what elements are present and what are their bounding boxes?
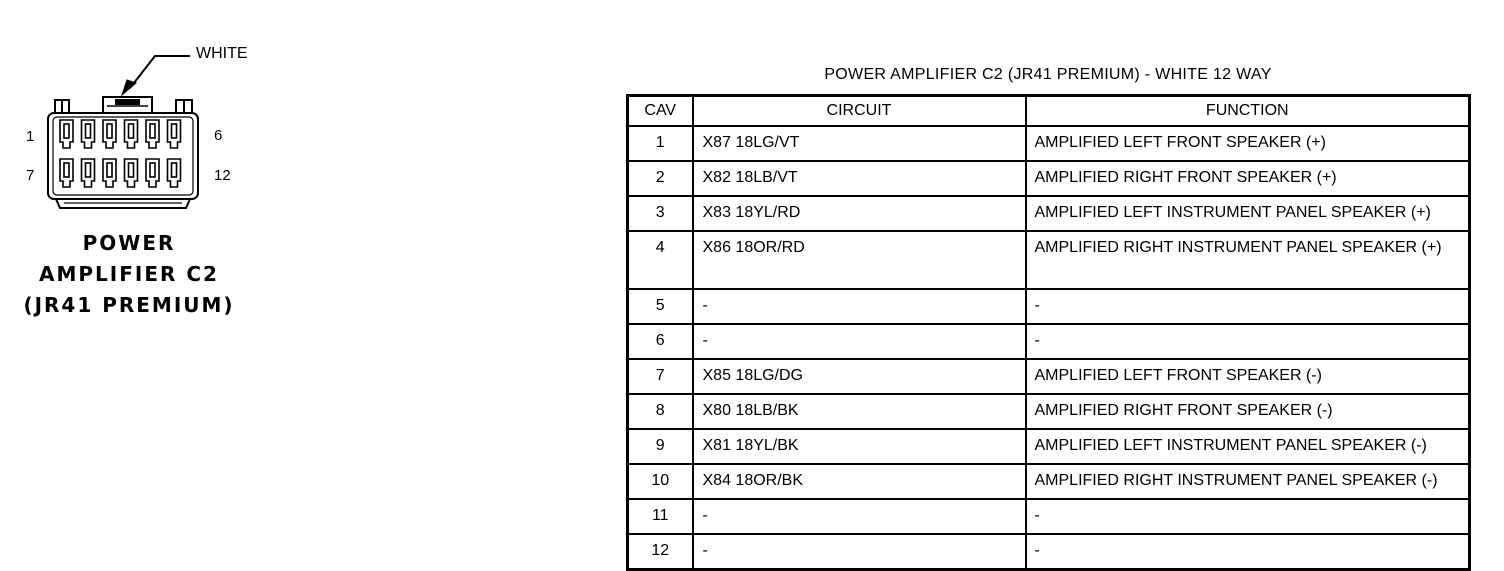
- header-circuit: CIRCUIT: [691, 94, 1027, 127]
- connector-name-line-2: AMPLIFIER C2: [39, 262, 219, 286]
- table-row: 11--: [626, 498, 1471, 535]
- circuit-cell: -: [691, 288, 1027, 325]
- cavity-label-12: 12: [214, 167, 231, 184]
- connector-body: [47, 112, 199, 200]
- cav-cell: 2: [626, 160, 694, 197]
- cavity-terminal: [59, 119, 74, 149]
- cav-cell: 11: [626, 498, 694, 535]
- cavity-terminal: [166, 158, 182, 188]
- connector-rail: [55, 198, 191, 209]
- cavity-terminal: [59, 158, 74, 188]
- cavity-terminal: [80, 158, 96, 188]
- function-cell: AMPLIFIED RIGHT INSTRUMENT PANEL SPEAKER…: [1024, 230, 1471, 290]
- cavity-terminal: [145, 158, 160, 188]
- table-header-row: CAV CIRCUIT FUNCTION: [626, 94, 1471, 127]
- cav-cell: 5: [626, 288, 694, 325]
- circuit-cell: X80 18LB/BK: [691, 393, 1027, 430]
- table-title: POWER AMPLIFIER C2 (JR41 PREMIUM) - WHIT…: [824, 66, 1272, 83]
- function-cell: AMPLIFIED LEFT INSTRUMENT PANEL SPEAKER …: [1024, 195, 1471, 232]
- cavity-terminal: [166, 119, 182, 149]
- connector-name-line-3: (JR41 PREMIUM): [23, 293, 235, 317]
- connector-diagram: [47, 55, 199, 209]
- cavity-terminal: [102, 119, 117, 149]
- callout-arrowhead: [120, 79, 137, 97]
- circuit-cell: X85 18LG/DG: [691, 358, 1027, 395]
- cav-cell: 3: [626, 195, 694, 232]
- circuit-cell: -: [691, 533, 1027, 571]
- function-cell: AMPLIFIED LEFT FRONT SPEAKER (+): [1024, 125, 1471, 162]
- function-cell: AMPLIFIED LEFT FRONT SPEAKER (-): [1024, 358, 1471, 395]
- circuit-cell: X87 18LG/VT: [691, 125, 1027, 162]
- function-cell: -: [1024, 498, 1471, 535]
- function-cell: -: [1024, 533, 1471, 571]
- circuit-cell: X83 18YL/RD: [691, 195, 1027, 232]
- table-row: 12--: [626, 533, 1471, 571]
- circuit-cell: -: [691, 498, 1027, 535]
- function-cell: -: [1024, 323, 1471, 360]
- circuit-cell: X84 18OR/BK: [691, 463, 1027, 500]
- cavity-terminal: [145, 119, 160, 149]
- cav-cell: 8: [626, 393, 694, 430]
- cavity-label-1: 1: [26, 128, 35, 145]
- cavity-terminal: [123, 158, 139, 188]
- cav-cell: 12: [626, 533, 694, 571]
- cavity-terminal: [123, 119, 139, 149]
- cav-cell: 7: [626, 358, 694, 395]
- connector-latch: [102, 96, 153, 113]
- circuit-cell: X81 18YL/BK: [691, 428, 1027, 465]
- header-function: FUNCTION: [1024, 94, 1471, 127]
- table-row: 5--: [626, 288, 1471, 325]
- circuit-cell: X82 18LB/VT: [691, 160, 1027, 197]
- cavity-grid: [59, 119, 182, 188]
- function-cell: AMPLIFIED LEFT INSTRUMENT PANEL SPEAKER …: [1024, 428, 1471, 465]
- cavity-label-6: 6: [214, 127, 223, 144]
- circuit-cell: -: [691, 323, 1027, 360]
- cavity-terminal: [102, 158, 117, 188]
- cav-cell: 9: [626, 428, 694, 465]
- latch-tab: [115, 99, 140, 105]
- connector-name: POWER AMPLIFIER C2 (JR41 PREMIUM): [0, 228, 258, 321]
- function-cell: AMPLIFIED RIGHT FRONT SPEAKER (+): [1024, 160, 1471, 197]
- cav-cell: 4: [626, 230, 694, 290]
- circuit-cell: X86 18OR/RD: [691, 230, 1027, 290]
- function-cell: -: [1024, 288, 1471, 325]
- function-cell: AMPLIFIED RIGHT INSTRUMENT PANEL SPEAKER…: [1024, 463, 1471, 500]
- cavity-terminal: [80, 119, 96, 149]
- callout-leader: [129, 55, 190, 89]
- cavity-label-7: 7: [26, 167, 35, 184]
- table-row: 6--: [626, 323, 1471, 360]
- cav-cell: 6: [626, 323, 694, 360]
- connector-name-line-1: POWER: [82, 231, 176, 255]
- header-cav: CAV: [626, 94, 694, 127]
- cav-cell: 10: [626, 463, 694, 500]
- color-callout-label: WHITE: [196, 45, 248, 62]
- cav-cell: 1: [626, 125, 694, 162]
- function-cell: AMPLIFIED RIGHT FRONT SPEAKER (-): [1024, 393, 1471, 430]
